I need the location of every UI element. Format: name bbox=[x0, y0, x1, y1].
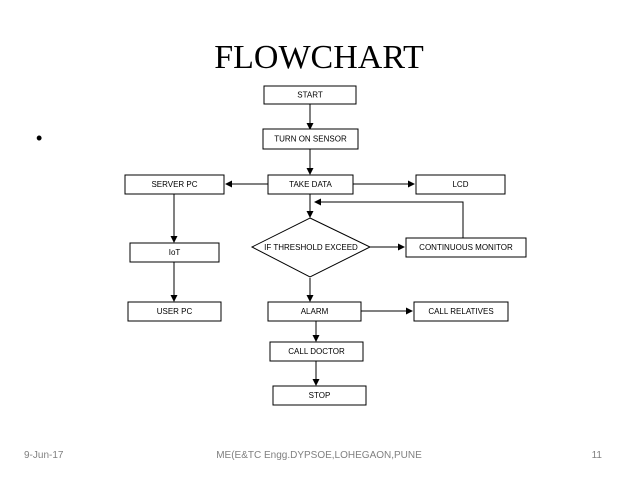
node-server-pc-label: SERVER PC bbox=[151, 180, 197, 189]
node-continuous-monitor-label: CONTINUOUS MONITOR bbox=[419, 243, 513, 252]
node-turn-on-sensor: TURN ON SENSOR bbox=[262, 128, 359, 150]
node-decision-label: IF THRESHOLD EXCEED bbox=[264, 243, 358, 252]
node-lcd-label: LCD bbox=[452, 180, 468, 189]
node-iot: IoT bbox=[129, 242, 220, 263]
node-take-data: TAKE DATA bbox=[267, 174, 354, 195]
node-start: START bbox=[263, 85, 357, 105]
node-call-doctor-label: CALL DOCTOR bbox=[288, 347, 345, 356]
footer-institution: ME(E&TC Engg.DYPSOE,LOHEGAON,PUNE bbox=[216, 450, 422, 461]
node-stop-label: STOP bbox=[309, 391, 331, 400]
node-take-data-label: TAKE DATA bbox=[289, 180, 332, 189]
node-continuous-monitor: CONTINUOUS MONITOR bbox=[405, 237, 527, 258]
node-call-relatives: CALL RELATIVES bbox=[413, 301, 509, 322]
node-iot-label: IoT bbox=[169, 248, 181, 257]
node-call-doctor: CALL DOCTOR bbox=[269, 341, 364, 362]
node-lcd: LCD bbox=[415, 174, 506, 195]
bullet-point: • bbox=[36, 128, 43, 148]
node-user-pc: USER PC bbox=[127, 301, 222, 322]
node-user-pc-label: USER PC bbox=[157, 307, 193, 316]
node-call-relatives-label: CALL RELATIVES bbox=[428, 307, 493, 316]
node-turn-on-sensor-label: TURN ON SENSOR bbox=[274, 135, 347, 144]
footer-page-number: 11 bbox=[591, 450, 602, 461]
node-start-label: START bbox=[297, 91, 323, 100]
node-decision-threshold: IF THRESHOLD EXCEED bbox=[250, 217, 372, 278]
arrow-monitor-loop-back bbox=[314, 198, 464, 238]
footer-date: 9-Jun-17 bbox=[24, 450, 64, 461]
node-stop: STOP bbox=[272, 385, 367, 406]
node-alarm-label: ALARM bbox=[301, 307, 329, 316]
slide-title: FLOWCHART bbox=[214, 39, 424, 76]
node-alarm: ALARM bbox=[267, 301, 362, 322]
node-server-pc: SERVER PC bbox=[124, 174, 225, 195]
connectors bbox=[170, 104, 464, 386]
